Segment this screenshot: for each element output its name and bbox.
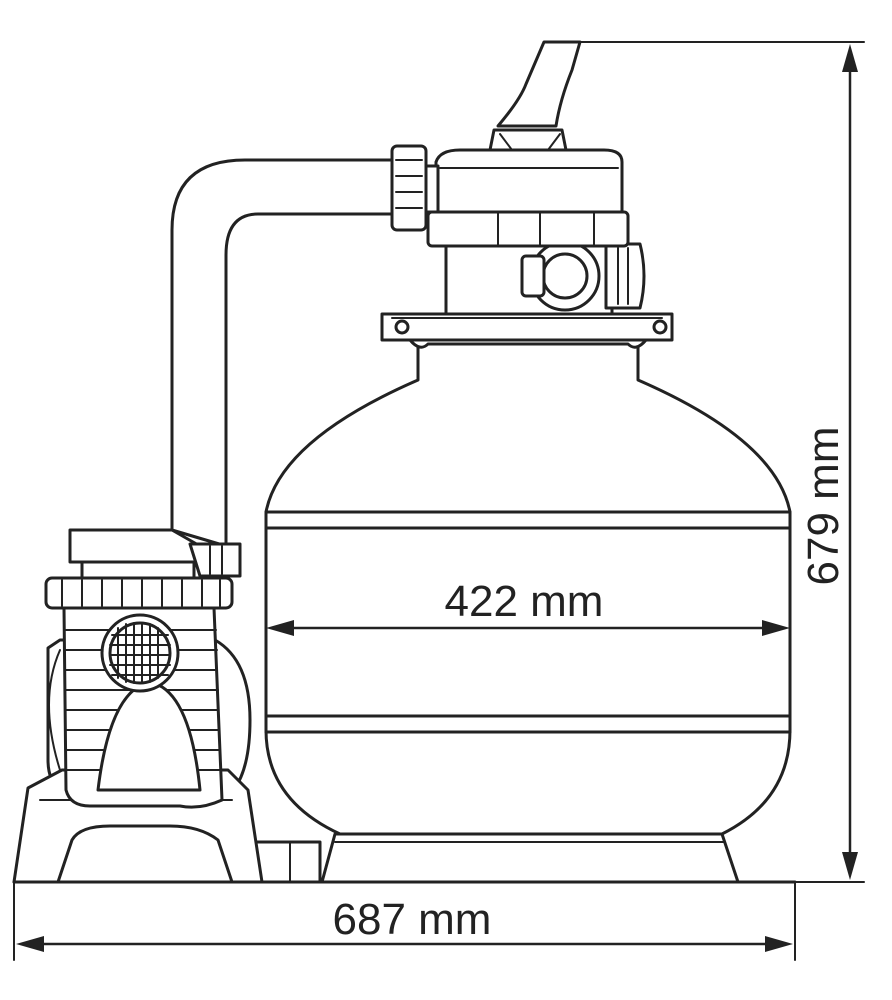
connection-hose [170, 158, 397, 548]
width-label: 687 mm [333, 895, 492, 944]
height-dimension: 679 mm [579, 41, 865, 883]
tank-diameter-dimension: 422 mm [266, 577, 790, 636]
width-dimension: 687 mm [13, 881, 796, 961]
filter-tank [264, 342, 792, 836]
multiport-valve [426, 40, 646, 316]
tank-clamp [380, 312, 674, 349]
height-label: 679 mm [799, 427, 848, 586]
valve-union-connector [390, 144, 440, 232]
pump-lid [44, 528, 242, 610]
pump-basket-housing [62, 606, 224, 809]
tank-diameter-label: 422 mm [445, 577, 604, 626]
tank-base [320, 832, 740, 884]
